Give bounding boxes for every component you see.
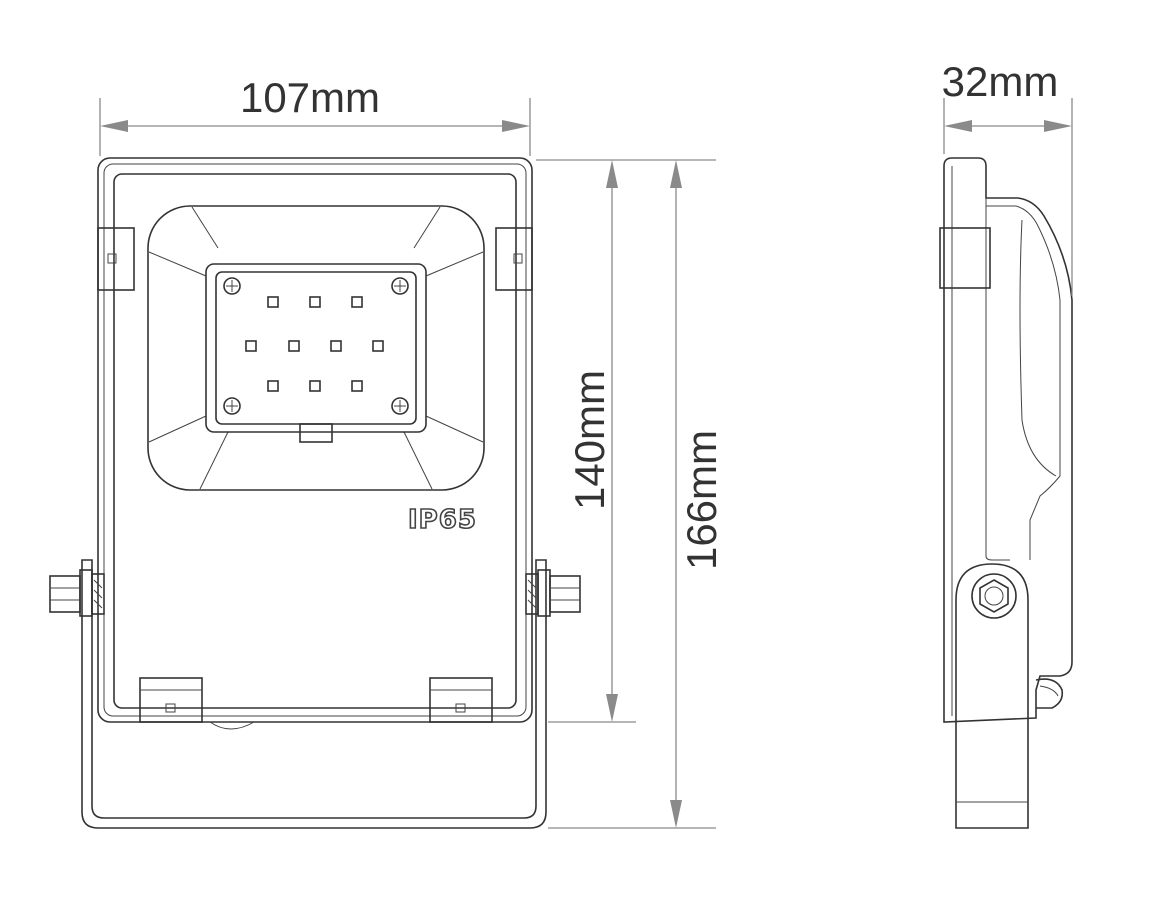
side-gland — [1035, 678, 1064, 709]
front-led-module-frame — [205, 263, 427, 433]
side-bracket-arm — [955, 563, 1029, 829]
front-housing-face — [113, 173, 517, 709]
total-height-label: 166mm — [678, 430, 725, 570]
front-cable-gland — [209, 721, 255, 730]
front-led-tab — [299, 423, 333, 443]
depth-label: 32mm — [942, 58, 1059, 105]
dimension-total-height: 166mm — [548, 160, 725, 829]
front-housing-inner — [103, 163, 527, 717]
front-top-right-clip — [495, 227, 533, 291]
dimension-width: 107mm — [99, 74, 531, 156]
front-view: IP65 — [49, 157, 581, 829]
dimension-body-height: 140mm — [536, 159, 716, 723]
front-reflector — [147, 205, 485, 491]
front-mounting-bracket — [81, 559, 547, 829]
front-bottom-left-clip — [139, 677, 203, 723]
body-height-label: 140mm — [566, 370, 613, 510]
ip-rating-label: IP65 — [408, 505, 477, 535]
side-view — [939, 157, 1073, 829]
front-right-pivot-bolt — [525, 569, 581, 617]
front-led-chips — [245, 296, 384, 392]
front-led-screws — [223, 277, 409, 415]
front-top-left-clip — [97, 227, 135, 291]
dimension-depth: 32mm — [942, 58, 1073, 296]
side-pivot-nut — [971, 573, 1017, 619]
front-bottom-right-clip — [429, 677, 493, 723]
side-housing — [943, 157, 1073, 723]
width-label: 107mm — [240, 74, 380, 121]
front-left-pivot-bolt — [49, 569, 105, 617]
front-housing-outer — [97, 157, 533, 723]
side-top-clip — [939, 227, 991, 289]
